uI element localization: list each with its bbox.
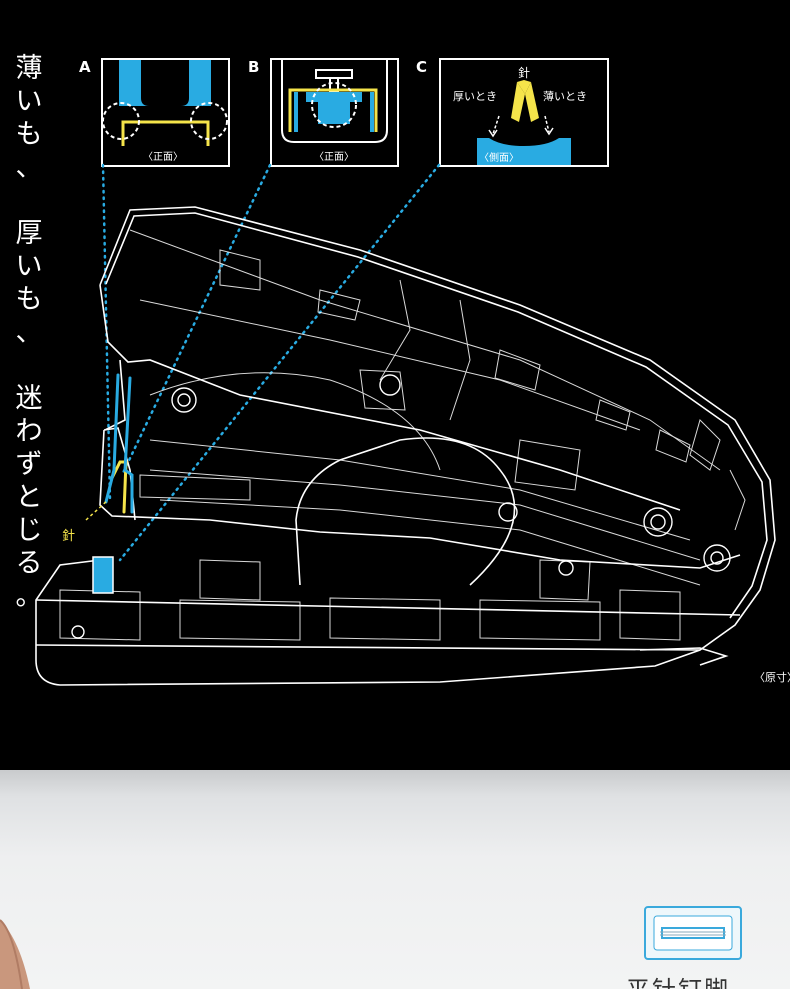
needle-callout-label: 針 xyxy=(62,529,76,544)
tagline-char: 迷 xyxy=(15,383,43,414)
tagline-char: い xyxy=(15,251,43,282)
flat-staple-icon xyxy=(653,915,733,951)
panel-b-illustration xyxy=(281,60,388,143)
tagline-char: わ xyxy=(15,416,43,447)
flat-staple-icon-card xyxy=(644,906,742,960)
scale-note: 〈原寸〉 xyxy=(754,671,790,684)
tagline-char: ず xyxy=(15,449,43,480)
stapler-diagram-section: 薄 い も 、 厚 い も 、 迷 わ ず と じ る 。 A B C 〈正面〉 xyxy=(12,55,790,686)
detail-panel-c: 針 厚いとき 薄いとき 〈側面〉 xyxy=(439,58,609,167)
panel-c-thick-label: 厚いとき xyxy=(453,90,497,103)
panel-a-caption: 〈正面〉 xyxy=(143,152,183,163)
tagline-char: い xyxy=(15,86,43,117)
background-photo xyxy=(0,919,30,989)
panel-b-letter: B xyxy=(248,58,260,76)
panel-a-illustration xyxy=(102,60,228,146)
tagline-char: 、 xyxy=(15,317,43,348)
tagline-char: も xyxy=(15,284,43,315)
tagline-char: 薄 xyxy=(15,53,43,84)
flat-staple-caption: 平针钉脚 xyxy=(626,970,730,989)
vertical-tagline: 薄 い も 、 厚 い も 、 迷 わ ず と じ る 。 xyxy=(12,55,46,616)
tagline-char: も xyxy=(15,119,43,150)
product-photo-section: 平针钉脚 xyxy=(0,770,790,989)
panel-c-needle-label: 針 xyxy=(518,66,531,80)
panel-b-caption: 〈正面〉 xyxy=(314,152,354,163)
tagline-char: じ xyxy=(15,515,43,546)
tagline-char: 、 xyxy=(15,152,43,183)
panel-c-thin-label: 薄いとき xyxy=(543,90,587,103)
panel-a-letter: A xyxy=(79,58,91,76)
panel-c-illustration xyxy=(477,80,571,165)
panel-c-letter: C xyxy=(416,58,428,76)
detail-panel-b: 〈正面〉 xyxy=(270,58,399,167)
tagline-char: る xyxy=(15,548,43,579)
panel-c-caption: 〈側面〉 xyxy=(479,153,519,164)
stapler-xray-drawing xyxy=(35,163,776,686)
detail-panel-a: 〈正面〉 xyxy=(101,58,230,167)
tagline-char: 厚 xyxy=(15,218,43,249)
tagline-char: と xyxy=(15,482,43,513)
